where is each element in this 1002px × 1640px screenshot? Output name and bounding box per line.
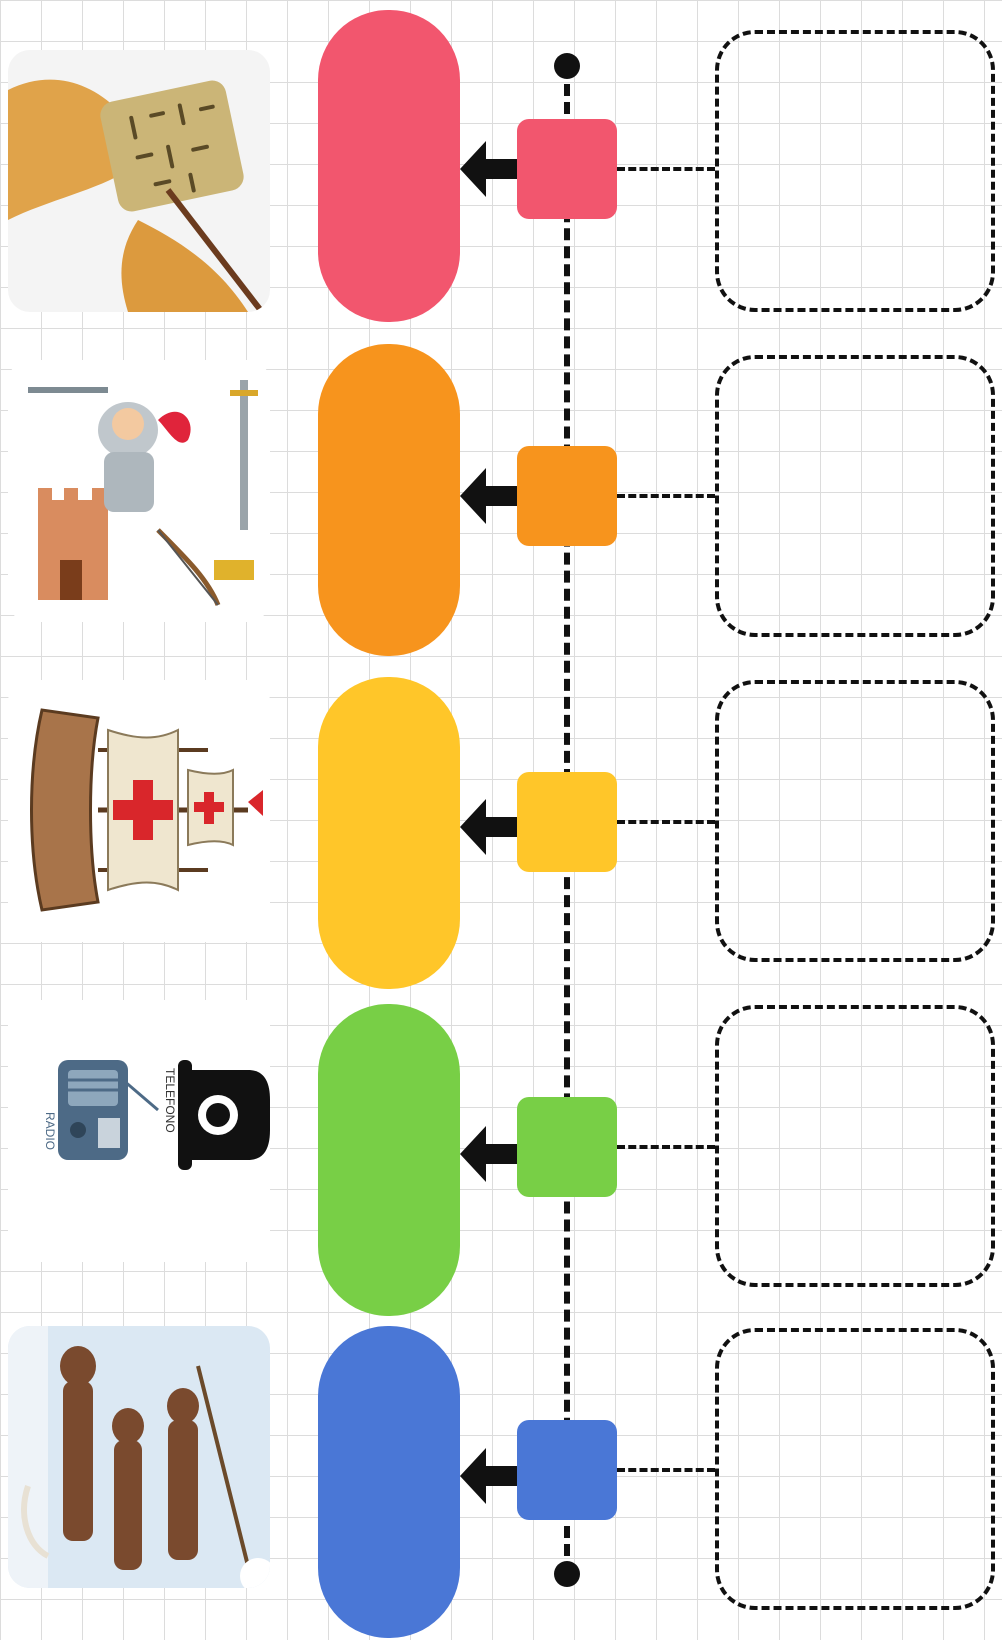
stage-image-modern: RADIO TELEFONO [8,1000,270,1262]
timeline-marker-5 [517,1420,617,1520]
stage-pill-4 [318,1004,460,1316]
stage-pill-5 [318,1326,460,1638]
cuneiform-tablet-icon [8,50,270,312]
arrow-left-icon [460,799,518,855]
stage-pill-3 [318,677,460,989]
connector-line-5 [617,1468,715,1472]
answer-box-5[interactable] [715,1328,995,1610]
timeline-marker-1 [517,119,617,219]
connector-line-2 [617,494,715,498]
connector-line-1 [617,167,715,171]
connector-line-4 [617,1145,715,1149]
telephone-icon [178,1060,270,1170]
answer-box-3[interactable] [715,680,995,962]
answer-box-4[interactable] [715,1005,995,1287]
stage-image-writing [8,50,270,312]
answer-box-2[interactable] [715,355,995,637]
arrow-left-icon [460,141,518,197]
stage-pill-2 [318,344,460,656]
arrow-left-icon [460,468,518,524]
timeline-start-dot [554,53,580,79]
radio-telephone-icon: RADIO TELEFONO [8,1000,270,1262]
arrow-left-icon [460,1448,518,1504]
stage-image-exploration [8,680,270,942]
caravel-ship-icon [8,680,270,942]
telephone-label: TELEFONO [163,1068,177,1133]
stage-image-middle-ages [8,360,270,622]
timeline-marker-3 [517,772,617,872]
stage-image-prehistory [8,1326,270,1588]
cave-people-icon [8,1326,270,1588]
radio-label: RADIO [43,1112,57,1150]
answer-box-1[interactable] [715,30,995,312]
arrow-left-icon [460,1126,518,1182]
stage-pill-1 [318,10,460,322]
timeline-end-dot [554,1561,580,1587]
radio-icon [58,1060,159,1160]
connector-line-3 [617,820,715,824]
timeline-marker-4 [517,1097,617,1197]
timeline-marker-2 [517,446,617,546]
knight-castle-icon [8,360,270,622]
